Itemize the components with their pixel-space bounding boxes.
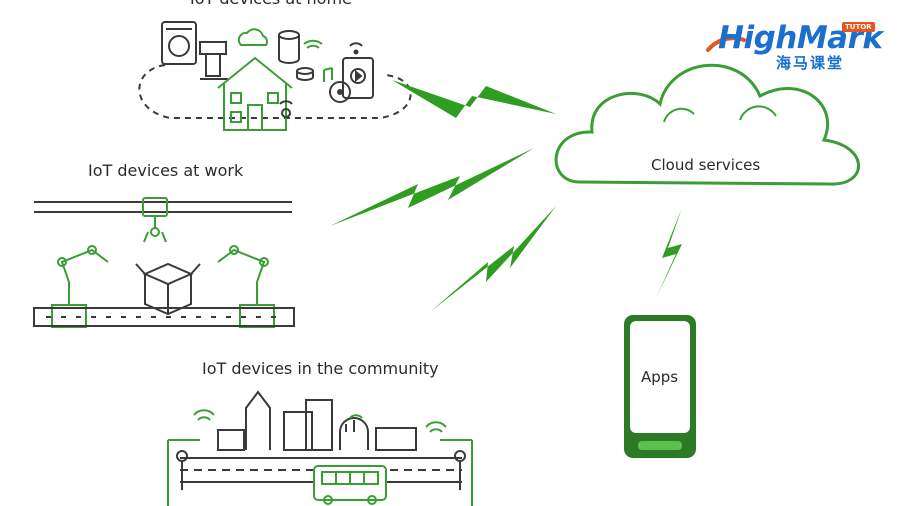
logo-tag: TUTOR (842, 22, 875, 32)
robot-arm-icon (51, 245, 109, 328)
music-note-icon (323, 67, 333, 82)
work-cluster (33, 197, 295, 328)
home-cluster (138, 21, 412, 131)
cloud-services-icon (554, 63, 860, 186)
house-wifi-icon (279, 100, 293, 118)
washing-machine-icon (161, 21, 197, 65)
home-devices-label: IoT devices at home (190, 0, 352, 8)
wifi-icon (303, 39, 323, 49)
work-devices-label: IoT devices at work (88, 161, 244, 180)
apps-label: Apps (641, 368, 679, 386)
robot-arm-icon (217, 245, 275, 328)
box-icon (135, 262, 201, 316)
gripper-icon (142, 197, 168, 243)
speaker-icon (342, 42, 374, 99)
disc-icon (329, 81, 351, 103)
city-skyline-icon (217, 390, 417, 451)
house-icon (217, 56, 293, 131)
lightning-work-icon (330, 148, 534, 226)
conveyor-icon (33, 307, 295, 327)
cloud-services-label: Cloud services (651, 156, 761, 174)
phone-icon (624, 315, 696, 458)
community-cluster (167, 390, 473, 506)
database-icon (278, 30, 314, 81)
logo-subtitle: 海马课堂 (776, 54, 845, 72)
coffee-maker-icon (199, 41, 228, 80)
bus-icon (313, 465, 387, 505)
highmark-logo: HighMark TUTOR 海马课堂 (706, 20, 896, 72)
logo-swoosh-icon (706, 36, 746, 52)
lightning-community-icon (430, 206, 556, 312)
cloud-icon (237, 28, 269, 46)
community-wifi-icon (193, 409, 447, 433)
community-devices-label: IoT devices in the community (202, 359, 439, 378)
lightning-home-icon (392, 80, 556, 118)
lightning-apps-icon (656, 208, 682, 298)
